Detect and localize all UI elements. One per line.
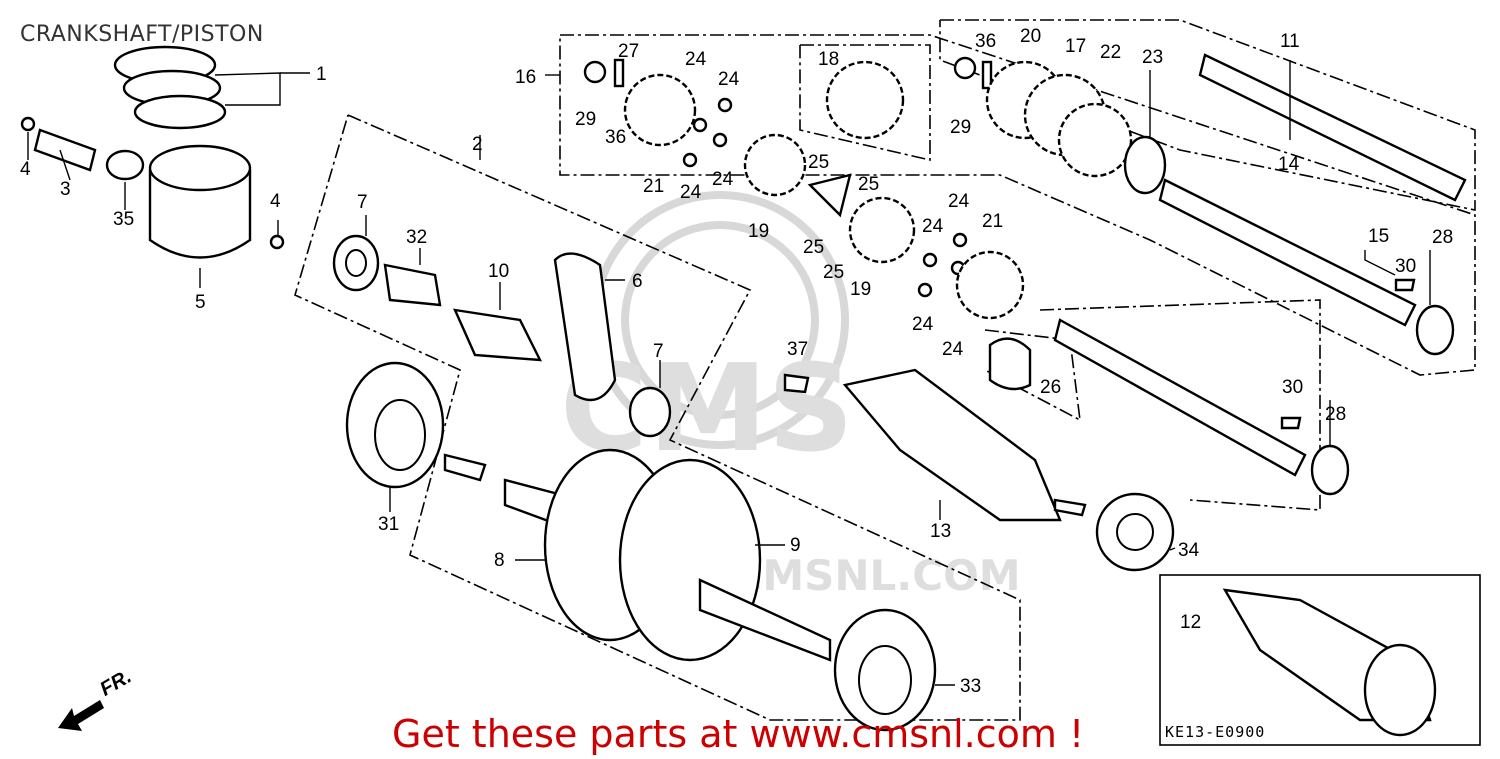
callout-30b: 30 (1282, 377, 1303, 398)
callout-24e: 24 (922, 216, 944, 237)
callout-16: 16 (515, 67, 536, 88)
callout-29b: 29 (950, 117, 971, 138)
callout-9: 9 (790, 535, 801, 556)
callout-24c: 24 (680, 182, 702, 203)
shafts (842, 53, 1467, 737)
callout-30a: 30 (1395, 256, 1416, 277)
callout-25b: 25 (858, 174, 879, 195)
callout-labels: 1 2 3 4 4 5 6 7 7 8 9 10 11 12 13 14 15 … (20, 26, 1453, 697)
callout-28a: 28 (1432, 227, 1453, 248)
callout-23: 23 (1142, 47, 1163, 68)
callout-14: 14 (1278, 154, 1300, 175)
crank-components (332, 234, 937, 732)
callout-26: 26 (1040, 377, 1061, 398)
leader-lines (27, 60, 1431, 686)
callout-24f: 24 (948, 191, 970, 212)
callout-11: 11 (1280, 31, 1300, 52)
callout-13: 13 (930, 521, 951, 542)
callout-36b: 36 (605, 127, 626, 148)
callout-25d: 25 (823, 262, 844, 283)
callout-8: 8 (494, 550, 505, 571)
callout-27: 27 (618, 41, 639, 62)
callout-25a: 25 (808, 152, 829, 173)
callout-25c: 25 (803, 237, 824, 258)
callout-36a: 36 (975, 31, 996, 52)
front-direction-arrow-icon (58, 700, 104, 731)
callout-4b: 4 (270, 191, 281, 212)
callout-19b: 19 (850, 279, 871, 300)
diagram-code: KE13-E0900 (1165, 723, 1266, 741)
callout-7a: 7 (357, 192, 368, 213)
callout-12: 12 (1180, 612, 1201, 633)
callout-4a: 4 (20, 159, 31, 180)
callout-10: 10 (488, 261, 509, 282)
callout-15: 15 (1368, 226, 1389, 247)
callout-20: 20 (1020, 26, 1041, 47)
callout-31: 31 (378, 514, 399, 535)
callout-5: 5 (195, 292, 206, 313)
diagram-title: CRANKSHAFT/PISTON (20, 22, 264, 47)
callout-7b: 7 (653, 341, 664, 362)
callout-35: 35 (113, 209, 134, 230)
callout-37: 37 (787, 339, 808, 360)
callout-24h: 24 (942, 339, 964, 360)
gear-cluster (583, 56, 1167, 320)
piston-assembly (20, 45, 285, 259)
callout-24g: 24 (912, 314, 934, 335)
callout-24d: 24 (712, 169, 734, 190)
callout-24b: 24 (718, 69, 740, 90)
callout-2: 2 (472, 134, 483, 155)
callout-29a: 29 (575, 109, 596, 130)
callout-22: 22 (1100, 42, 1121, 63)
callout-34: 34 (1178, 540, 1200, 561)
callout-21a: 21 (643, 176, 664, 197)
callout-28b: 28 (1325, 404, 1346, 425)
callout-3: 3 (60, 179, 71, 200)
callout-21b: 21 (982, 211, 1003, 232)
callout-6: 6 (632, 271, 643, 292)
callout-17: 17 (1065, 36, 1086, 57)
callout-18: 18 (818, 49, 839, 70)
callout-32: 32 (406, 227, 427, 248)
parts-banner-link[interactable]: Get these parts at www.cmsnl.com ! (392, 712, 1085, 756)
callout-19a: 19 (748, 221, 769, 242)
callout-24a: 24 (685, 49, 707, 70)
callout-33: 33 (960, 676, 981, 697)
callout-1: 1 (316, 64, 327, 85)
